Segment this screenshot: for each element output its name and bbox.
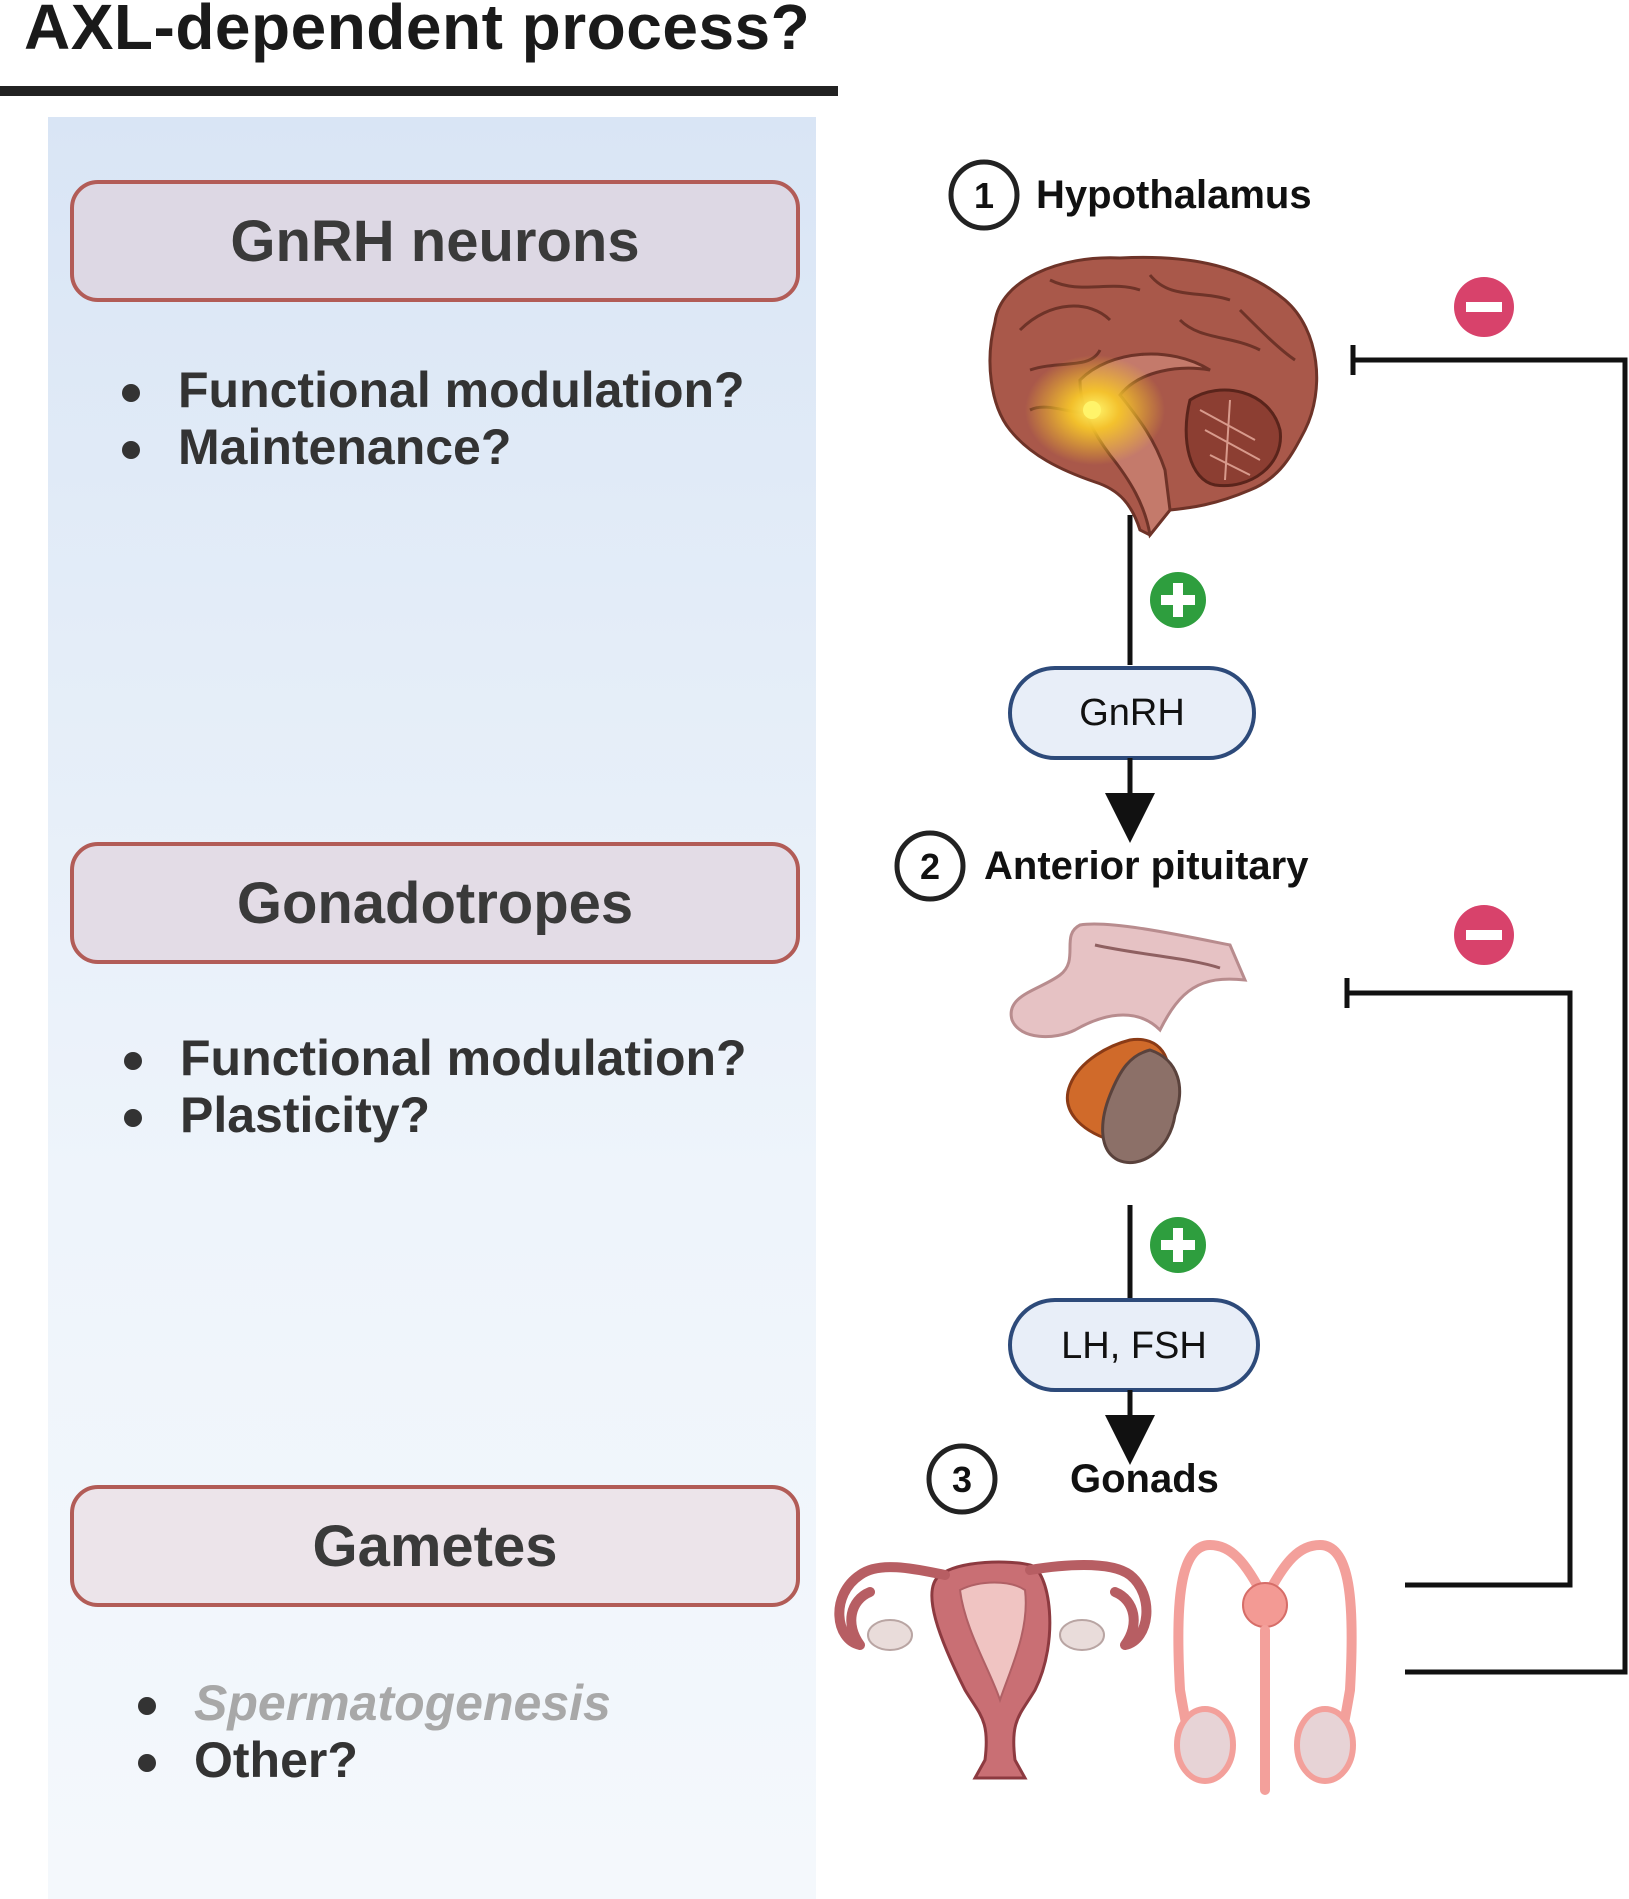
step-number-circle — [948, 159, 1020, 231]
brain-icon — [988, 255, 1319, 539]
hormone-label: GnRH — [1079, 692, 1185, 734]
bullet-item: Maintenance? — [122, 419, 745, 476]
bullet-list-gonadotropes: Functional modulation? Plasticity? — [124, 1030, 747, 1144]
bullet-list-gnrh-neurons: Functional modulation? Maintenance? — [122, 362, 745, 476]
hormone-pill-lh-fsh: LH, FSH — [1008, 1298, 1260, 1392]
figure-title: AXL-dependent process? — [24, 0, 811, 63]
male-reproductive-icon — [1173, 1539, 1357, 1795]
step-3-label-group: 3 Gonads — [926, 1443, 1219, 1515]
category-heading: Gonadotropes — [236, 870, 634, 936]
feedback-gonads-to-pituitary — [1344, 978, 1573, 1588]
hormone-pill-gnrh: GnRH — [1008, 666, 1256, 760]
bullet-item: Other? — [138, 1732, 611, 1789]
bullet-item: Functional modulation? — [124, 1030, 747, 1087]
pituitary-icon — [1009, 922, 1248, 1165]
step-number: 1 — [974, 175, 994, 216]
step-1-label-group: 1 Hypothalamus — [948, 159, 1312, 231]
step-number-circle — [894, 830, 966, 902]
category-heading: Gametes — [312, 1513, 558, 1579]
step-label-anterior-pituitary: Anterior pituitary — [984, 844, 1309, 888]
step-number-circle — [926, 1443, 998, 1515]
step-number: 3 — [952, 1459, 972, 1500]
title-underline — [0, 86, 838, 96]
step-label-gonads: Gonads — [1070, 1457, 1219, 1501]
minus-circle-icon — [1454, 905, 1514, 965]
step-label-hypothalamus: Hypothalamus — [1036, 173, 1312, 217]
uterus-icon — [834, 1560, 1152, 1780]
minus-circle-icon — [1454, 277, 1514, 337]
category-box-gnrh-neurons: GnRH neurons — [70, 180, 800, 302]
plus-circle-icon — [1150, 572, 1206, 628]
step-2-label-group: 2 Anterior pituitary — [894, 830, 1309, 902]
category-heading: GnRH neurons — [230, 208, 640, 274]
feedback-gonads-to-hypothalamus — [1350, 345, 1628, 1675]
bullet-item: Spermatogenesis — [138, 1675, 611, 1732]
bullet-list-gametes: Spermatogenesis Other? — [138, 1675, 611, 1789]
plus-circle-icon — [1150, 1217, 1206, 1273]
bullet-item: Plasticity? — [124, 1087, 747, 1144]
bullet-item: Functional modulation? — [122, 362, 745, 419]
category-box-gametes: Gametes — [70, 1485, 800, 1607]
hormone-label: LH, FSH — [1061, 1325, 1207, 1367]
step-number: 2 — [920, 846, 940, 887]
category-box-gonadotropes: Gonadotropes — [70, 842, 800, 964]
